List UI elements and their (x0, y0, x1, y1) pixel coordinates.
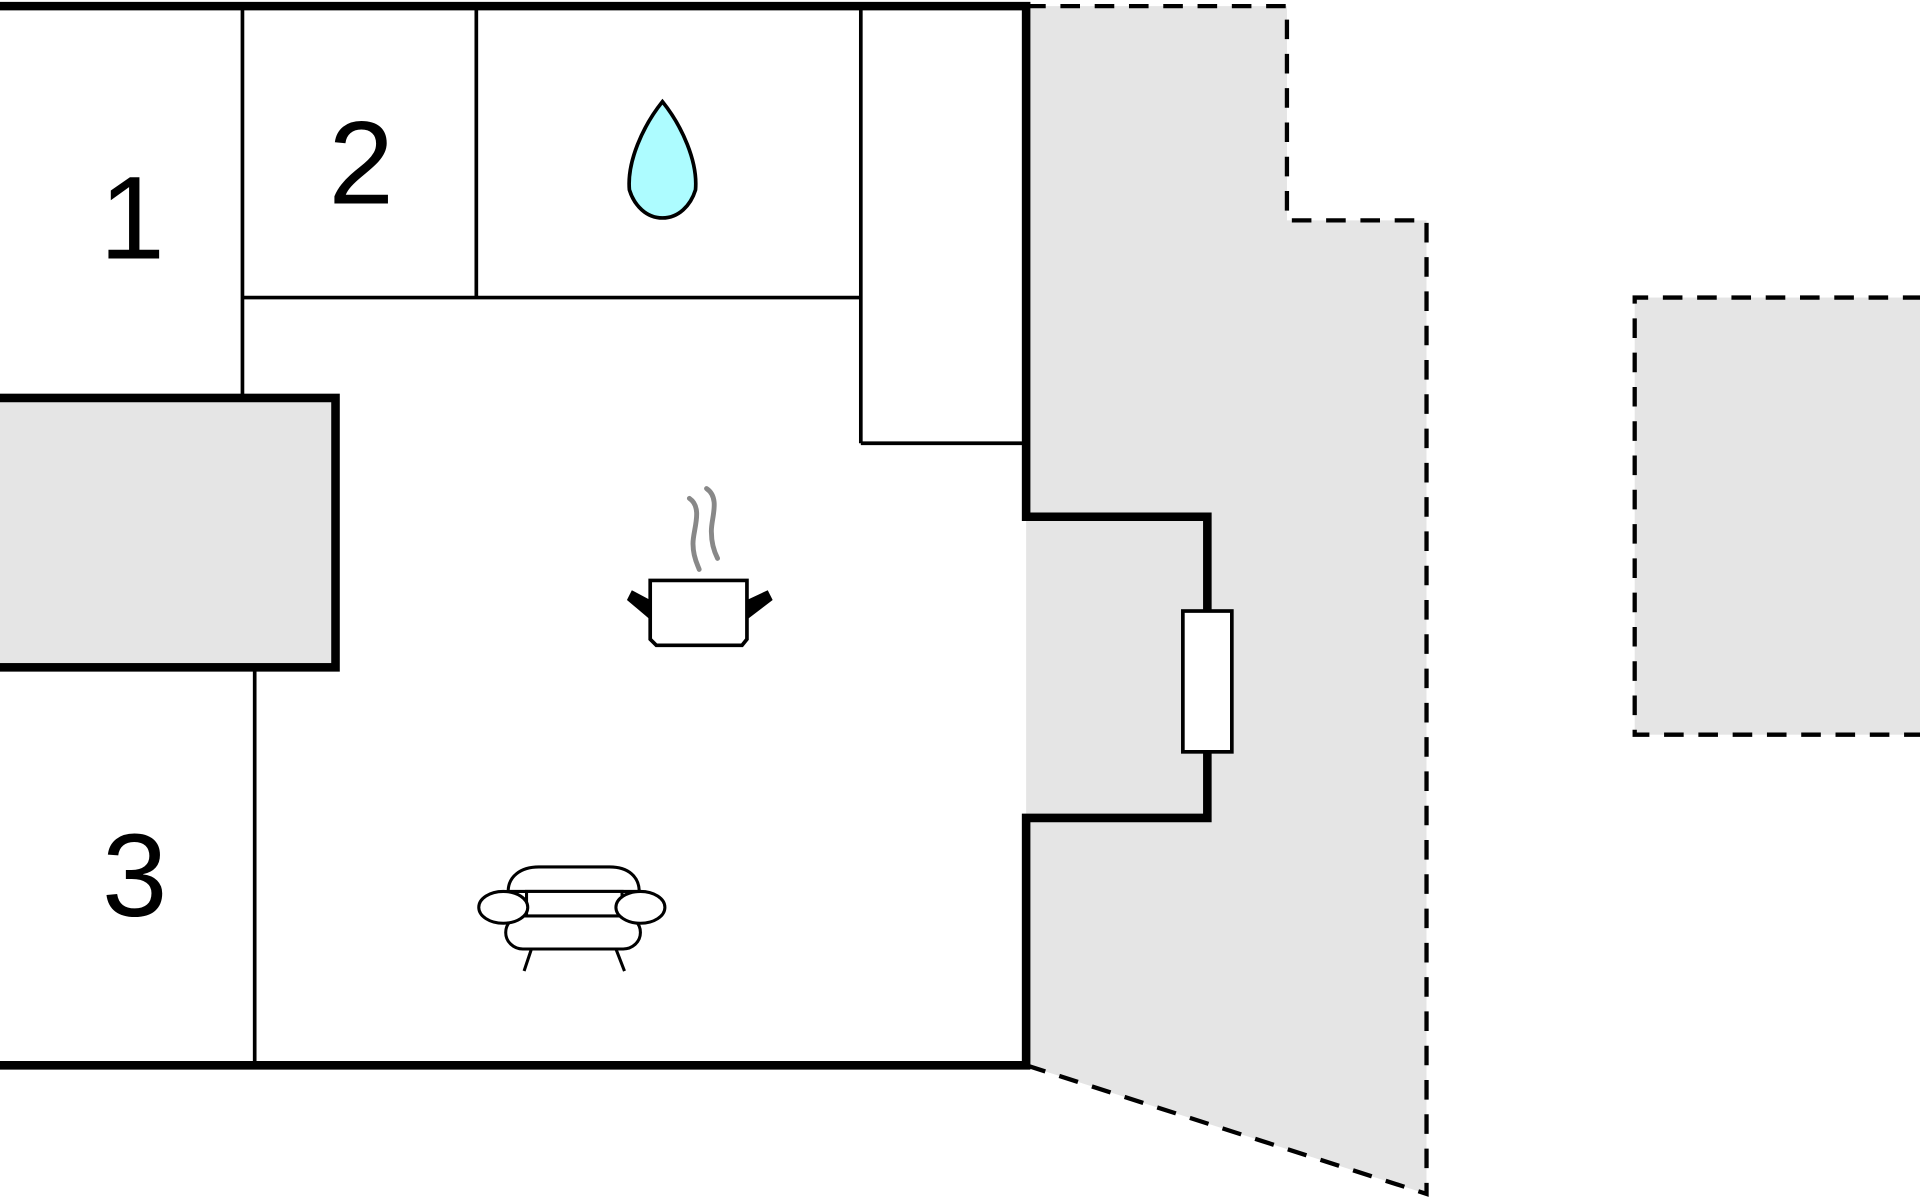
terrace-area (1026, 6, 1427, 1194)
outdoor-area-outline (1632, 295, 1920, 737)
staircase-block (0, 393, 340, 672)
room-label-1: 1 (100, 152, 165, 283)
cooking-pot-icon (626, 486, 773, 648)
terrace-outline (1025, 3, 1429, 1197)
outdoor-area (1634, 297, 1920, 735)
water-drop-icon (627, 98, 698, 220)
sofa-icon (477, 865, 667, 972)
window (1181, 609, 1234, 754)
room-label-2: 2 (329, 97, 394, 228)
room-label-3: 3 (102, 810, 167, 941)
